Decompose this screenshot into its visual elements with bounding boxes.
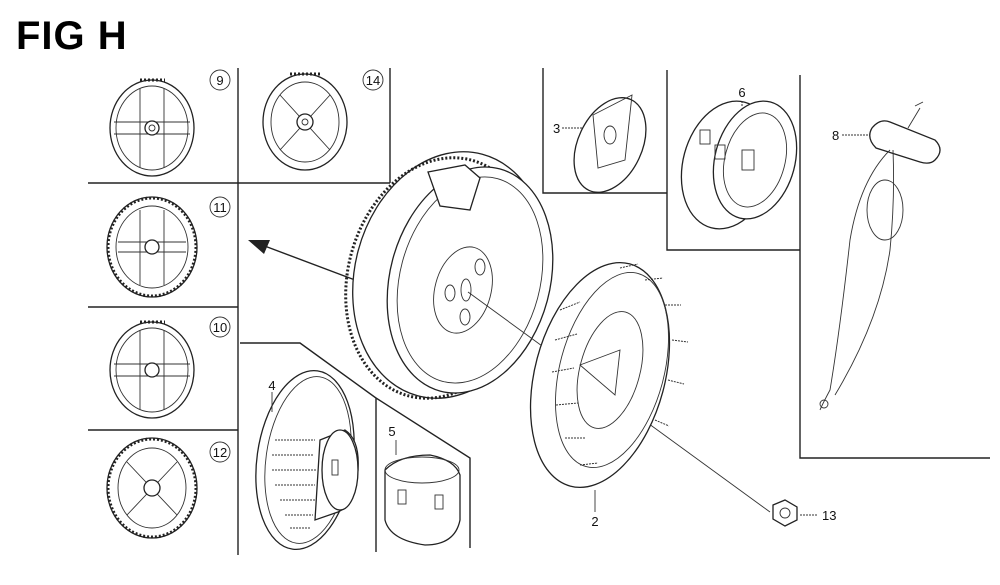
callout-12: 12 [209, 441, 231, 463]
starter-pulley[interactable] [668, 91, 809, 240]
flywheel-variant-10[interactable] [109, 320, 195, 419]
flywheel-variant-14[interactable] [262, 72, 348, 171]
callout-14: 14 [362, 69, 384, 91]
flywheel-variant-12[interactable] [106, 437, 198, 539]
figure-title: FIG H [16, 14, 128, 58]
callout-4: 4 [268, 378, 275, 393]
direction-arrow [248, 240, 356, 281]
callout-13: 13 [822, 508, 836, 523]
flywheel-variant-9[interactable] [109, 78, 195, 177]
flange-nut[interactable] [772, 499, 798, 527]
starter-pulley-plate[interactable] [560, 86, 660, 204]
callout-11: 11 [209, 196, 231, 218]
cooling-fan[interactable] [507, 247, 692, 503]
callout-10: 10 [209, 316, 231, 338]
callout-3: 3 [553, 121, 560, 136]
flywheel-variant-11[interactable] [106, 196, 198, 298]
starter-cup[interactable] [384, 454, 461, 546]
svg-text:12: 12 [213, 445, 227, 460]
flywheel[interactable] [320, 130, 577, 421]
callout-6: 6 [738, 85, 745, 100]
svg-text:11: 11 [213, 200, 227, 215]
callout-9: 9 [209, 69, 231, 91]
starter-grip-and-rope[interactable] [819, 101, 941, 411]
svg-text:10: 10 [213, 320, 227, 335]
svg-text:9: 9 [216, 73, 223, 88]
svg-text:14: 14 [366, 73, 380, 88]
callout-8: 8 [832, 128, 839, 143]
starter-cup-plate[interactable] [245, 364, 365, 556]
callout-2: 2 [591, 514, 598, 529]
panel-borders [88, 68, 990, 555]
callout-5: 5 [388, 424, 395, 439]
